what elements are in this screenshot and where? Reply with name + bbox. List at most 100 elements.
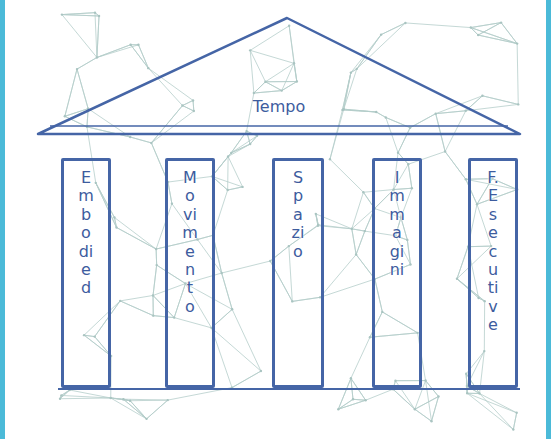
network-line: [147, 400, 168, 419]
network-line: [232, 371, 261, 388]
network-dot: [500, 21, 502, 23]
network-line: [342, 110, 376, 112]
network-line: [95, 13, 97, 58]
network-dot: [260, 370, 262, 372]
network-line: [415, 396, 439, 409]
frame-stripe: [0, 0, 5, 439]
network-dot: [516, 42, 518, 44]
network-line: [480, 394, 514, 430]
network-line: [65, 69, 77, 116]
network-line: [147, 400, 168, 419]
network-line: [60, 390, 70, 399]
network-dot: [184, 282, 186, 284]
network-dot: [291, 300, 293, 302]
network-dot: [83, 334, 85, 336]
pediment-inner-line: [50, 125, 508, 127]
network-line: [365, 231, 396, 236]
network-dot: [343, 108, 345, 110]
network-line: [436, 114, 445, 152]
network-dot: [481, 95, 483, 97]
network-line: [62, 13, 95, 15]
network-dot: [385, 116, 387, 118]
column-box: Embodied: [61, 158, 111, 388]
network-dot: [430, 420, 432, 422]
network-line: [352, 229, 365, 231]
network-line: [292, 297, 320, 301]
network-line: [153, 295, 174, 317]
network-line: [408, 164, 412, 188]
network-line: [320, 279, 375, 297]
network-line: [231, 136, 257, 153]
network-dot: [264, 81, 266, 83]
network-line: [228, 187, 243, 190]
network-line: [120, 301, 153, 316]
network-dot: [249, 143, 251, 145]
network-line: [97, 16, 99, 57]
network-line: [84, 335, 111, 356]
network-line: [77, 69, 88, 109]
network-line: [151, 106, 182, 143]
network-line: [182, 100, 193, 105]
network-dot: [477, 297, 479, 299]
column-box: Movimento: [165, 158, 215, 388]
network-line: [153, 316, 174, 318]
pediment-label: Tempo: [36, 97, 522, 116]
network-line: [228, 157, 242, 187]
network-dot: [512, 428, 514, 430]
network-dot: [406, 239, 408, 241]
network-line: [131, 45, 149, 68]
network-dot: [64, 115, 66, 117]
network-dot: [192, 99, 194, 101]
network-dot: [122, 398, 124, 400]
network-line: [370, 333, 418, 337]
network-line: [87, 127, 130, 137]
network-dot: [352, 398, 354, 400]
temple-base: [58, 388, 520, 390]
network-line: [130, 137, 151, 143]
network-line: [317, 224, 318, 226]
network-dot: [404, 22, 406, 24]
network-dot: [437, 395, 439, 397]
network-dot: [220, 272, 222, 274]
network-line: [376, 112, 386, 117]
network-line: [513, 413, 516, 430]
network-line: [156, 204, 172, 249]
network-line: [131, 45, 149, 68]
network-line: [153, 265, 157, 295]
network-dot: [411, 187, 413, 189]
network-line: [182, 106, 193, 111]
network-dot: [181, 104, 183, 106]
network-line: [294, 63, 297, 81]
network-line: [382, 312, 417, 333]
network-line: [513, 413, 516, 430]
network-dot: [477, 34, 479, 36]
network-line: [432, 396, 439, 421]
network-line: [117, 227, 157, 249]
network-dot: [465, 110, 467, 112]
network-line: [117, 227, 157, 249]
network-line: [482, 96, 518, 105]
network-line: [356, 231, 365, 254]
network-line: [294, 63, 297, 81]
network-line: [363, 190, 393, 193]
network-line: [265, 82, 281, 91]
network-line: [254, 82, 266, 93]
network-line: [213, 190, 228, 235]
network-line: [95, 301, 121, 337]
network-line: [415, 396, 439, 409]
network-dot: [173, 316, 175, 318]
network-line: [97, 16, 99, 57]
network-line: [376, 112, 386, 117]
network-line: [87, 127, 130, 137]
network-dot: [150, 142, 152, 144]
network-line: [182, 106, 193, 111]
network-dot: [155, 264, 157, 266]
network-dot: [414, 408, 416, 410]
network-line: [197, 235, 213, 239]
network-dot: [249, 49, 251, 51]
network-line: [250, 136, 257, 144]
network-dot: [93, 335, 95, 337]
network-dot: [167, 399, 169, 401]
network-dot: [375, 111, 377, 113]
network-dot: [337, 408, 339, 410]
